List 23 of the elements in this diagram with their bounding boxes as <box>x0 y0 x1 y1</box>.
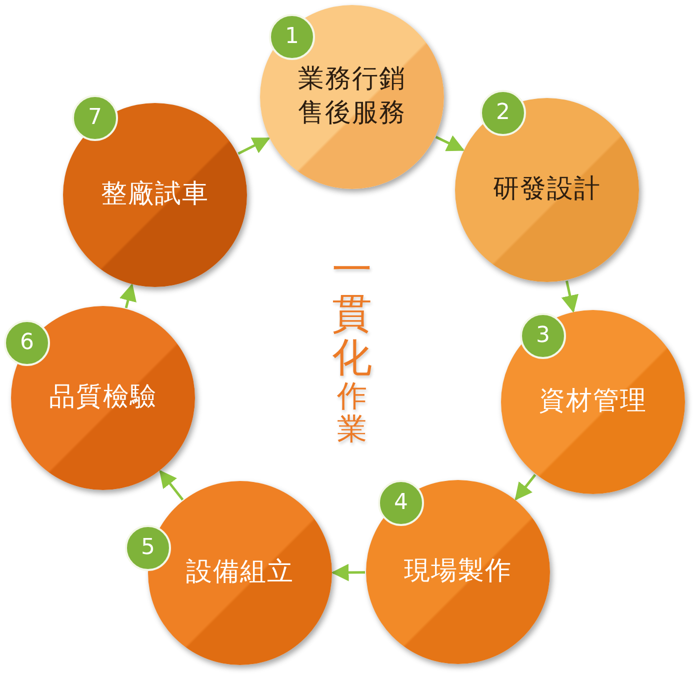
step-number: 7 <box>72 95 118 141</box>
arrow <box>331 564 365 582</box>
step-number: 5 <box>125 525 171 571</box>
step-label: 設備組立 <box>185 556 295 590</box>
step-number: 2 <box>480 90 526 136</box>
arrow <box>435 135 465 152</box>
center-title: 作業 <box>337 380 367 446</box>
arrow <box>561 280 578 313</box>
arrow <box>120 283 136 308</box>
step-label: 業務行銷售後服務 <box>296 63 407 130</box>
step-number: 3 <box>520 313 566 359</box>
step-number: 4 <box>378 480 424 526</box>
arrow <box>514 474 536 501</box>
step-number: 1 <box>269 14 315 60</box>
step-label: 研發設計 <box>492 173 602 206</box>
step-label: 現場製作 <box>403 555 513 588</box>
arrow <box>238 137 270 155</box>
step-label: 資材管理 <box>538 385 648 418</box>
step-label: 品質檢驗 <box>48 381 158 414</box>
step-number: 6 <box>4 320 50 366</box>
arrow <box>159 470 184 501</box>
center-title: 一貫化 <box>332 248 372 380</box>
step-label: 整廠試車 <box>100 178 210 212</box>
